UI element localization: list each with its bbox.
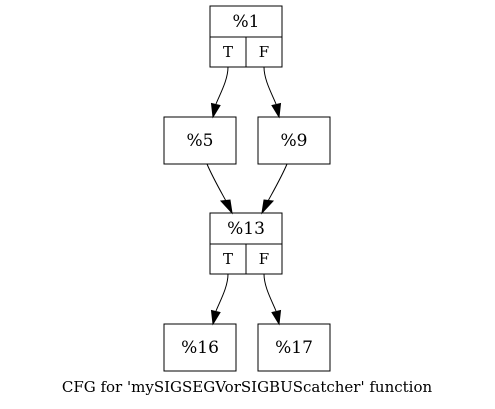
edge-1T-to-5-line (215, 66, 229, 105)
node-13: %13 T F (209, 212, 283, 275)
edge-1F-to-9 (263, 66, 282, 119)
node-1-port-false: F (259, 43, 269, 61)
edge-1T-to-5-arrowhead (210, 102, 221, 119)
node-17-box (257, 323, 331, 372)
edge-13T-to-16-arrowhead (210, 309, 221, 326)
edge-13F-to-17-arrowhead (271, 309, 282, 326)
node-13-port-true: T (223, 250, 233, 268)
node-1-label: %1 (233, 12, 260, 32)
node-1: %1 T F (209, 5, 283, 68)
edge-9-to-13-arrowhead (261, 199, 275, 215)
edge-13T-to-16-line (215, 273, 229, 312)
node-9: %9 (257, 116, 331, 165)
node-17: %17 (257, 323, 331, 372)
edge-1F-to-9-arrowhead (271, 102, 282, 119)
node-16-box (163, 323, 237, 372)
node-16-label: %16 (181, 338, 219, 358)
diagram-caption: CFG for 'mySIGSEGVorSIGBUScatcher' funct… (62, 378, 433, 396)
edges (206, 66, 288, 326)
edge-5-to-13-line (206, 163, 227, 202)
node-1-port-true: T (223, 43, 233, 61)
edge-9-to-13 (261, 163, 288, 215)
edge-13T-to-16 (210, 273, 229, 326)
node-17-label: %17 (275, 338, 313, 358)
edge-1T-to-5 (210, 66, 229, 119)
edge-5-to-13-arrowhead (219, 199, 233, 215)
node-5-label: %5 (187, 131, 214, 151)
edge-13F-to-17 (263, 273, 282, 326)
node-13-label: %13 (227, 219, 265, 239)
node-13-port-false: F (259, 250, 269, 268)
edge-13F-to-17-line (263, 273, 277, 312)
node-5-box (163, 116, 237, 165)
edge-5-to-13 (206, 163, 233, 215)
node-9-box (257, 116, 331, 165)
node-5: %5 (163, 116, 237, 165)
node-16: %16 (163, 323, 237, 372)
edge-1F-to-9-line (263, 66, 277, 105)
edge-9-to-13-line (267, 163, 288, 202)
node-9-label: %9 (281, 131, 308, 151)
